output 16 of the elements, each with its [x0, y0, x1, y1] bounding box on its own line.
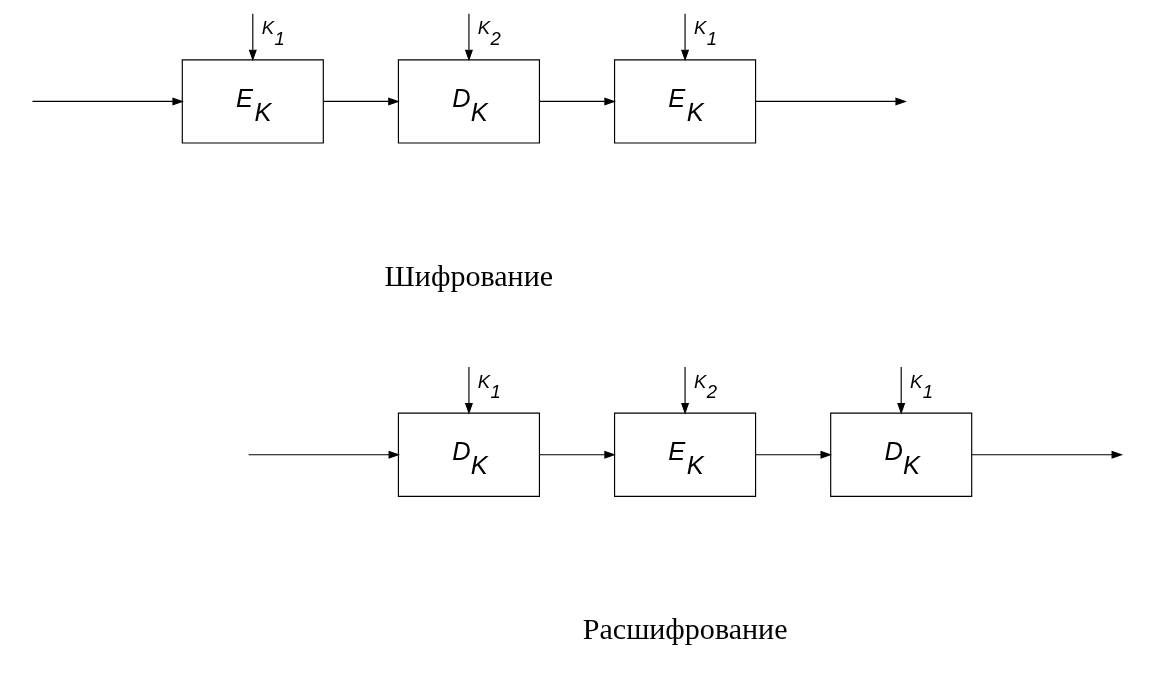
arrow: [247, 450, 400, 459]
arrow: [464, 13, 473, 62]
arrow: [538, 97, 616, 106]
arrow: [896, 366, 905, 415]
arrow: [970, 450, 1123, 459]
arrow: [754, 450, 832, 459]
arrow: [31, 97, 184, 106]
label: Шифрование: [384, 258, 553, 293]
arrow: [464, 366, 473, 415]
arrow: [680, 366, 689, 415]
label: Расшифрование: [582, 611, 788, 646]
arrow: [322, 97, 400, 106]
arrow: [248, 13, 257, 62]
arrow: [680, 13, 689, 62]
arrow: [538, 450, 616, 459]
arrow: [754, 97, 907, 106]
